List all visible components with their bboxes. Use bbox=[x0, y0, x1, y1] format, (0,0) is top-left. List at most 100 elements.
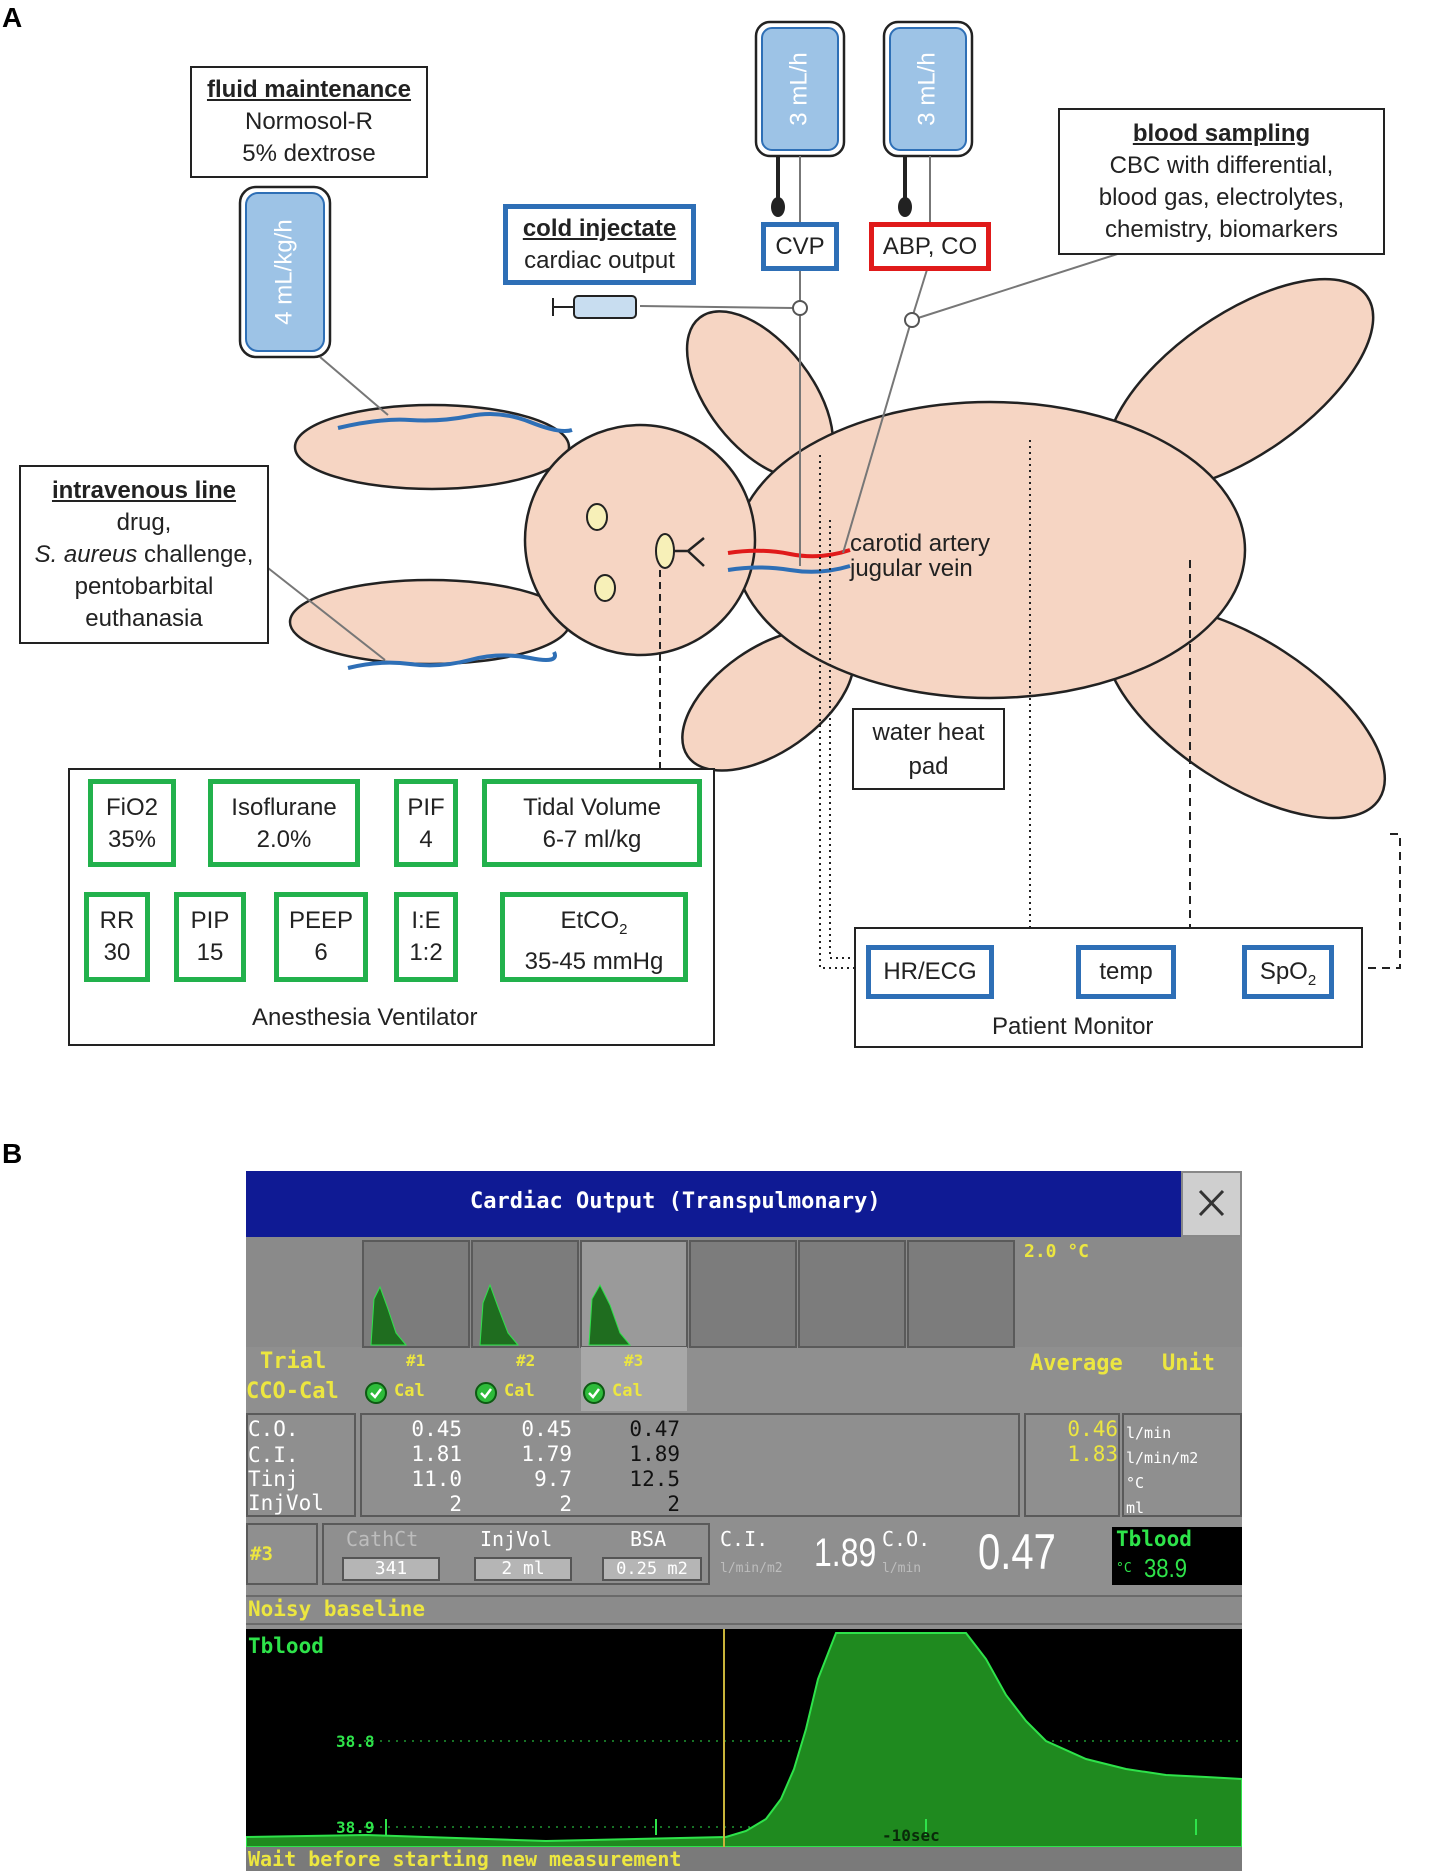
row-label-tinj: Tinj bbox=[248, 1467, 299, 1491]
trial-1-cal: Cal bbox=[394, 1381, 425, 1401]
ci-label: C.I. bbox=[720, 1527, 769, 1551]
curve-label: Tblood bbox=[248, 1634, 324, 1658]
bsa-value: 0.25 m2 bbox=[616, 1559, 688, 1579]
bsa-field[interactable]: 0.25 m2 bbox=[602, 1557, 702, 1581]
jugular-vein-line bbox=[727, 564, 851, 574]
trial-value: 12.5 bbox=[629, 1467, 680, 1491]
injvol-field[interactable]: 2 ml bbox=[474, 1557, 572, 1581]
tblood-value: 38.9 bbox=[1144, 1553, 1188, 1583]
iv-line: drug, bbox=[116, 509, 172, 536]
blood-sampling-box: blood sampling CBC with differential, bl… bbox=[1058, 108, 1385, 255]
trial-value: 1.89 bbox=[629, 1442, 680, 1466]
trial-1-id: #1 bbox=[406, 1351, 426, 1370]
trial-value: 2 bbox=[559, 1492, 572, 1516]
close-button[interactable] bbox=[1181, 1171, 1242, 1237]
iv-line: pentobarbital bbox=[74, 573, 214, 600]
trial-value: 9.7 bbox=[534, 1467, 572, 1491]
hr-ecg-label: HR/ECG bbox=[883, 958, 977, 985]
trial-3-cal: Cal bbox=[612, 1381, 643, 1401]
ventilator-label: Anesthesia Ventilator bbox=[252, 1004, 478, 1031]
setting-etco2: EtCO2 35-45 mmHg bbox=[500, 892, 688, 982]
co-unit: l/min bbox=[882, 1561, 922, 1576]
ci-value: 1.89 bbox=[814, 1531, 877, 1575]
setting-name: FiO2 bbox=[105, 794, 158, 821]
trial-value: 1.81 bbox=[411, 1442, 462, 1466]
unit-tinj: °C bbox=[1126, 1474, 1145, 1492]
unit-values-box bbox=[1122, 1413, 1242, 1517]
jugular-vein-label: jugular vein bbox=[850, 555, 973, 582]
unit-label: Unit bbox=[1162, 1351, 1215, 1376]
thumb-curve-1 bbox=[370, 1285, 408, 1346]
airway-connector bbox=[674, 537, 705, 567]
trial-value: 0.45 bbox=[521, 1417, 572, 1441]
cvp-bag bbox=[754, 20, 846, 222]
cco-cal-label: CCO-Cal bbox=[246, 1379, 339, 1404]
trial-2-cal: Cal bbox=[504, 1381, 535, 1401]
cold-injectate-title: cold injectate bbox=[522, 215, 677, 242]
intravenous-line-title: intravenous line bbox=[51, 477, 237, 504]
setting-name: PIP bbox=[190, 907, 230, 934]
settings-box bbox=[322, 1523, 710, 1585]
iv-label-to-ear-line bbox=[267, 567, 386, 661]
blood-sampling-title: blood sampling bbox=[1132, 120, 1311, 147]
water-heat-pad-line: water heat bbox=[872, 719, 985, 746]
abp-catheter-line bbox=[842, 324, 911, 554]
rabbit-head bbox=[523, 423, 757, 657]
setting-name: Tidal Volume bbox=[523, 794, 661, 821]
iv-bag-to-ear-line bbox=[319, 356, 389, 416]
water-heat-pad-line: pad bbox=[908, 753, 949, 780]
trial-2-values: 0.45 1.79 9.7 2 bbox=[474, 1417, 572, 1517]
etco2-name: EtCO bbox=[560, 907, 620, 934]
cvp-stopcock bbox=[792, 300, 808, 316]
trial-2-id: #2 bbox=[516, 1351, 536, 1370]
setting-name: PIF bbox=[407, 794, 445, 821]
carotid-artery-line bbox=[727, 548, 851, 559]
bsa-label: BSA bbox=[630, 1527, 667, 1551]
cathct-field[interactable]: 341 bbox=[342, 1557, 440, 1581]
unit-co: l/min bbox=[1126, 1424, 1172, 1442]
trial-value: 2 bbox=[449, 1492, 462, 1516]
setting-name: Isoflurane bbox=[231, 794, 337, 821]
row-label-co: C.O. bbox=[248, 1417, 299, 1441]
rabbit-upper-ear bbox=[293, 403, 571, 491]
current-trial-box bbox=[246, 1523, 318, 1585]
average-label: Average bbox=[1030, 1351, 1123, 1376]
tblood-box bbox=[1112, 1527, 1242, 1585]
tblood-unit: °C bbox=[1116, 1561, 1132, 1576]
trial-thumbnails bbox=[362, 1240, 1015, 1348]
water-heat-pad-box: water heat pad bbox=[852, 708, 1005, 790]
unit-values: l/min l/min/m2 °C ml bbox=[1126, 1421, 1198, 1521]
setting-value: 35-45 mmHg bbox=[524, 947, 664, 975]
intravenous-line-box: intravenous line drug, S. aureus challen… bbox=[19, 465, 269, 644]
trial-value: 2 bbox=[667, 1492, 680, 1516]
ci-unit: l/min/m2 bbox=[720, 1561, 783, 1576]
blood-sampling-line: blood gas, electrolytes, bbox=[1098, 184, 1345, 211]
spo2-label: SpO bbox=[1259, 958, 1308, 985]
current-trial: #3 bbox=[250, 1543, 273, 1565]
abp-stopcock bbox=[904, 312, 920, 328]
rabbit-eye bbox=[586, 503, 608, 531]
trial-value: 11.0 bbox=[411, 1467, 462, 1491]
ecg-lead-2 bbox=[829, 520, 865, 959]
co-value: 0.47 bbox=[978, 1524, 1056, 1580]
trial-1-values: 0.45 1.81 11.0 2 bbox=[364, 1417, 462, 1517]
average-values-box bbox=[1024, 1413, 1120, 1517]
etco2-sub: 2 bbox=[619, 920, 628, 938]
trial-value: 0.45 bbox=[411, 1417, 462, 1441]
trial-3-values: 0.47 1.89 12.5 2 bbox=[582, 1417, 680, 1517]
bottom-bar bbox=[246, 1847, 1242, 1871]
abp-bag bbox=[882, 20, 974, 222]
setting-name: I:E bbox=[411, 907, 441, 934]
cathct-value: 341 bbox=[374, 1558, 408, 1579]
abp-co-label: ABP, CO bbox=[882, 233, 978, 260]
iv-line-challenge-text: challenge, bbox=[143, 541, 254, 568]
abp-co-box: ABP, CO bbox=[869, 222, 991, 271]
fluid-line: Normosol-R bbox=[244, 108, 373, 135]
cvp-label: CVP bbox=[775, 233, 825, 260]
setting-value: 15 bbox=[196, 939, 224, 966]
